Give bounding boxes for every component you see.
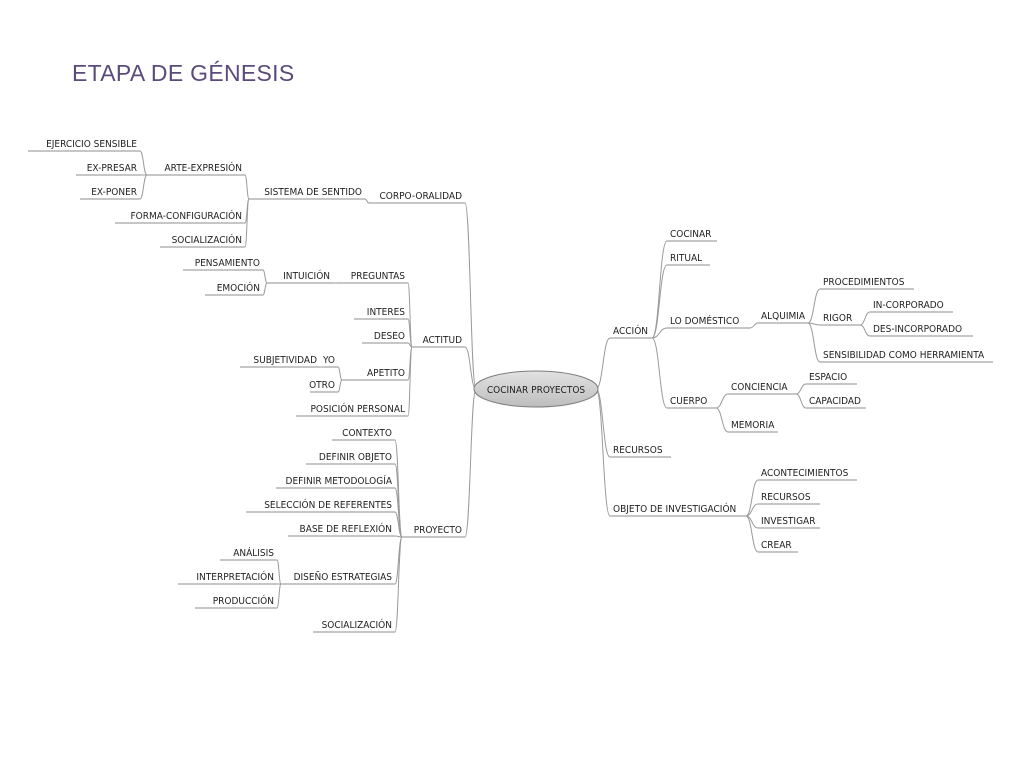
connector-n28	[276, 559, 282, 585]
node-label-n37: PROCEDIMIENTOS	[823, 277, 905, 288]
connector-n36	[749, 322, 759, 329]
node-label-n7: FORMA-CONFIGURACIÓN	[131, 209, 243, 222]
connector-n49	[745, 479, 759, 517]
node-label-n2: SISTEMA DE SENTIDO	[264, 187, 362, 198]
node-label-n43: CONCIENCIA	[731, 382, 788, 393]
node-label-n33: COCINAR	[670, 229, 711, 240]
connector-n12	[262, 269, 268, 284]
node-label-n20: POSICIÓN PERSONAL	[310, 402, 405, 415]
node-label-n16: APETITO	[367, 368, 405, 379]
connector-n42	[651, 337, 668, 409]
node-label-n32: ACCIÓN	[613, 324, 648, 337]
node-label-n36: ALQUIMIA	[761, 311, 806, 322]
connector-n1	[464, 202, 477, 390]
connector-n37	[807, 288, 821, 324]
node-label-n29: INTERPRETACIÓN	[196, 570, 274, 583]
node-label-n52: CREAR	[761, 540, 792, 551]
node-label-n40: DES-INCORPORADO	[873, 324, 962, 335]
connector-n52	[745, 515, 759, 553]
node-label-n39: IN-CORPORADO	[873, 300, 944, 311]
node-label-n11: INTUICIÓN	[283, 269, 330, 282]
node-label-n48: OBJETO DE INVESTIGACIÓN	[613, 502, 736, 515]
connector-n25	[394, 511, 403, 538]
connector-n48	[595, 388, 611, 517]
connector-n6	[139, 174, 148, 200]
connector-n40	[859, 324, 871, 337]
connector-n30	[276, 583, 282, 609]
connector-n17	[337, 366, 343, 381]
node-label-n19: OTRO	[309, 380, 335, 391]
node-label-n24: DEFINIR METODOLOGÍA	[286, 474, 393, 487]
node-label-n15: DESEO	[374, 331, 405, 342]
node-label-n6: EX-PONER	[91, 187, 137, 198]
connector-n4	[139, 150, 148, 176]
node-label-n46: MEMORIA	[731, 420, 775, 431]
connector-n32	[595, 337, 611, 390]
node-label-n27: DISEÑO ESTRATEGIAS	[294, 570, 393, 583]
connector-n50	[745, 503, 759, 517]
connector-n33	[651, 240, 668, 339]
node-label-n35: LO DOMÉSTICO	[670, 314, 739, 327]
connector-n45	[795, 393, 807, 409]
node-label-n23: DEFINIR OBJETO	[319, 452, 392, 463]
node-label-n45: CAPACIDAD	[809, 396, 861, 407]
node-label-n34: RITUAL	[670, 253, 702, 264]
node-label-n38: RIGOR	[823, 313, 852, 324]
connector-n21	[464, 388, 477, 538]
node-label-n21: PROYECTO	[414, 525, 462, 536]
node-label-n9: ACTITUD	[423, 335, 462, 346]
node-label-n1: CORPO-ORALIDAD	[380, 191, 463, 202]
connector-n2	[364, 198, 370, 204]
node-label-n28: ANÁLISIS	[233, 546, 274, 559]
connector-n15	[407, 342, 413, 348]
connector-n13	[262, 282, 268, 296]
connector-n19	[337, 379, 343, 393]
node-label-n22: CONTEXTO	[342, 428, 392, 439]
connector-n39	[859, 311, 871, 326]
node-label-n30: PRODUCCIÓN	[213, 594, 274, 607]
node-label-n50: RECURSOS	[761, 492, 811, 503]
node-label-n3: ARTE-EXPRESIÓN	[165, 161, 242, 174]
node-label-n10: PREGUNTAS	[351, 271, 406, 282]
connector-n41	[807, 322, 821, 363]
connector-n14	[407, 318, 413, 348]
node-label-n47: RECURSOS	[613, 445, 663, 456]
connector-n31	[394, 536, 403, 633]
node-label-n49: ACONTECIMIENTOS	[761, 468, 849, 479]
node-label-n31: SOCIALIZACIÓN	[322, 618, 392, 631]
central-node	[473, 370, 599, 408]
page-title: ETAPA DE GÉNESIS	[72, 60, 295, 86]
node-label-n18: SUBJETIVIDAD	[253, 355, 317, 366]
connector-n46	[715, 407, 729, 433]
node-label-n4: EJERCICIO SENSIBLE	[46, 139, 137, 150]
connector-n34	[651, 264, 668, 339]
node-label-n8: SOCIALIZACIÓN	[172, 233, 242, 246]
node-label-n14: INTERES	[367, 307, 405, 318]
node-label-n26: BASE DE REFLEXIÓN	[300, 522, 392, 535]
node-label-n13: EMOCIÓN	[217, 281, 260, 294]
central-node-label: COCINAR PROYECTOS	[487, 385, 586, 396]
node-label-n44: ESPACIO	[809, 372, 847, 383]
node-label-n25: SELECCIÓN DE REFERENTES	[264, 498, 392, 511]
connector-n43	[715, 393, 729, 409]
node-label-n12: PENSAMIENTO	[195, 258, 260, 269]
connector-n26	[394, 535, 403, 538]
connector-n3	[244, 174, 250, 200]
node-label-n42: CUERPO	[670, 396, 707, 407]
node-label-n41: SENSIBILIDAD COMO HERRAMIENTA	[823, 350, 985, 361]
connector-n8	[244, 198, 250, 248]
connector-n35	[651, 327, 668, 339]
node-label-n17: YO	[322, 355, 335, 366]
connector-n44	[795, 383, 807, 395]
node-label-n5: EX-PRESAR	[87, 163, 137, 174]
node-label-n51: INVESTIGAR	[761, 516, 815, 527]
connector-n20	[407, 346, 413, 417]
